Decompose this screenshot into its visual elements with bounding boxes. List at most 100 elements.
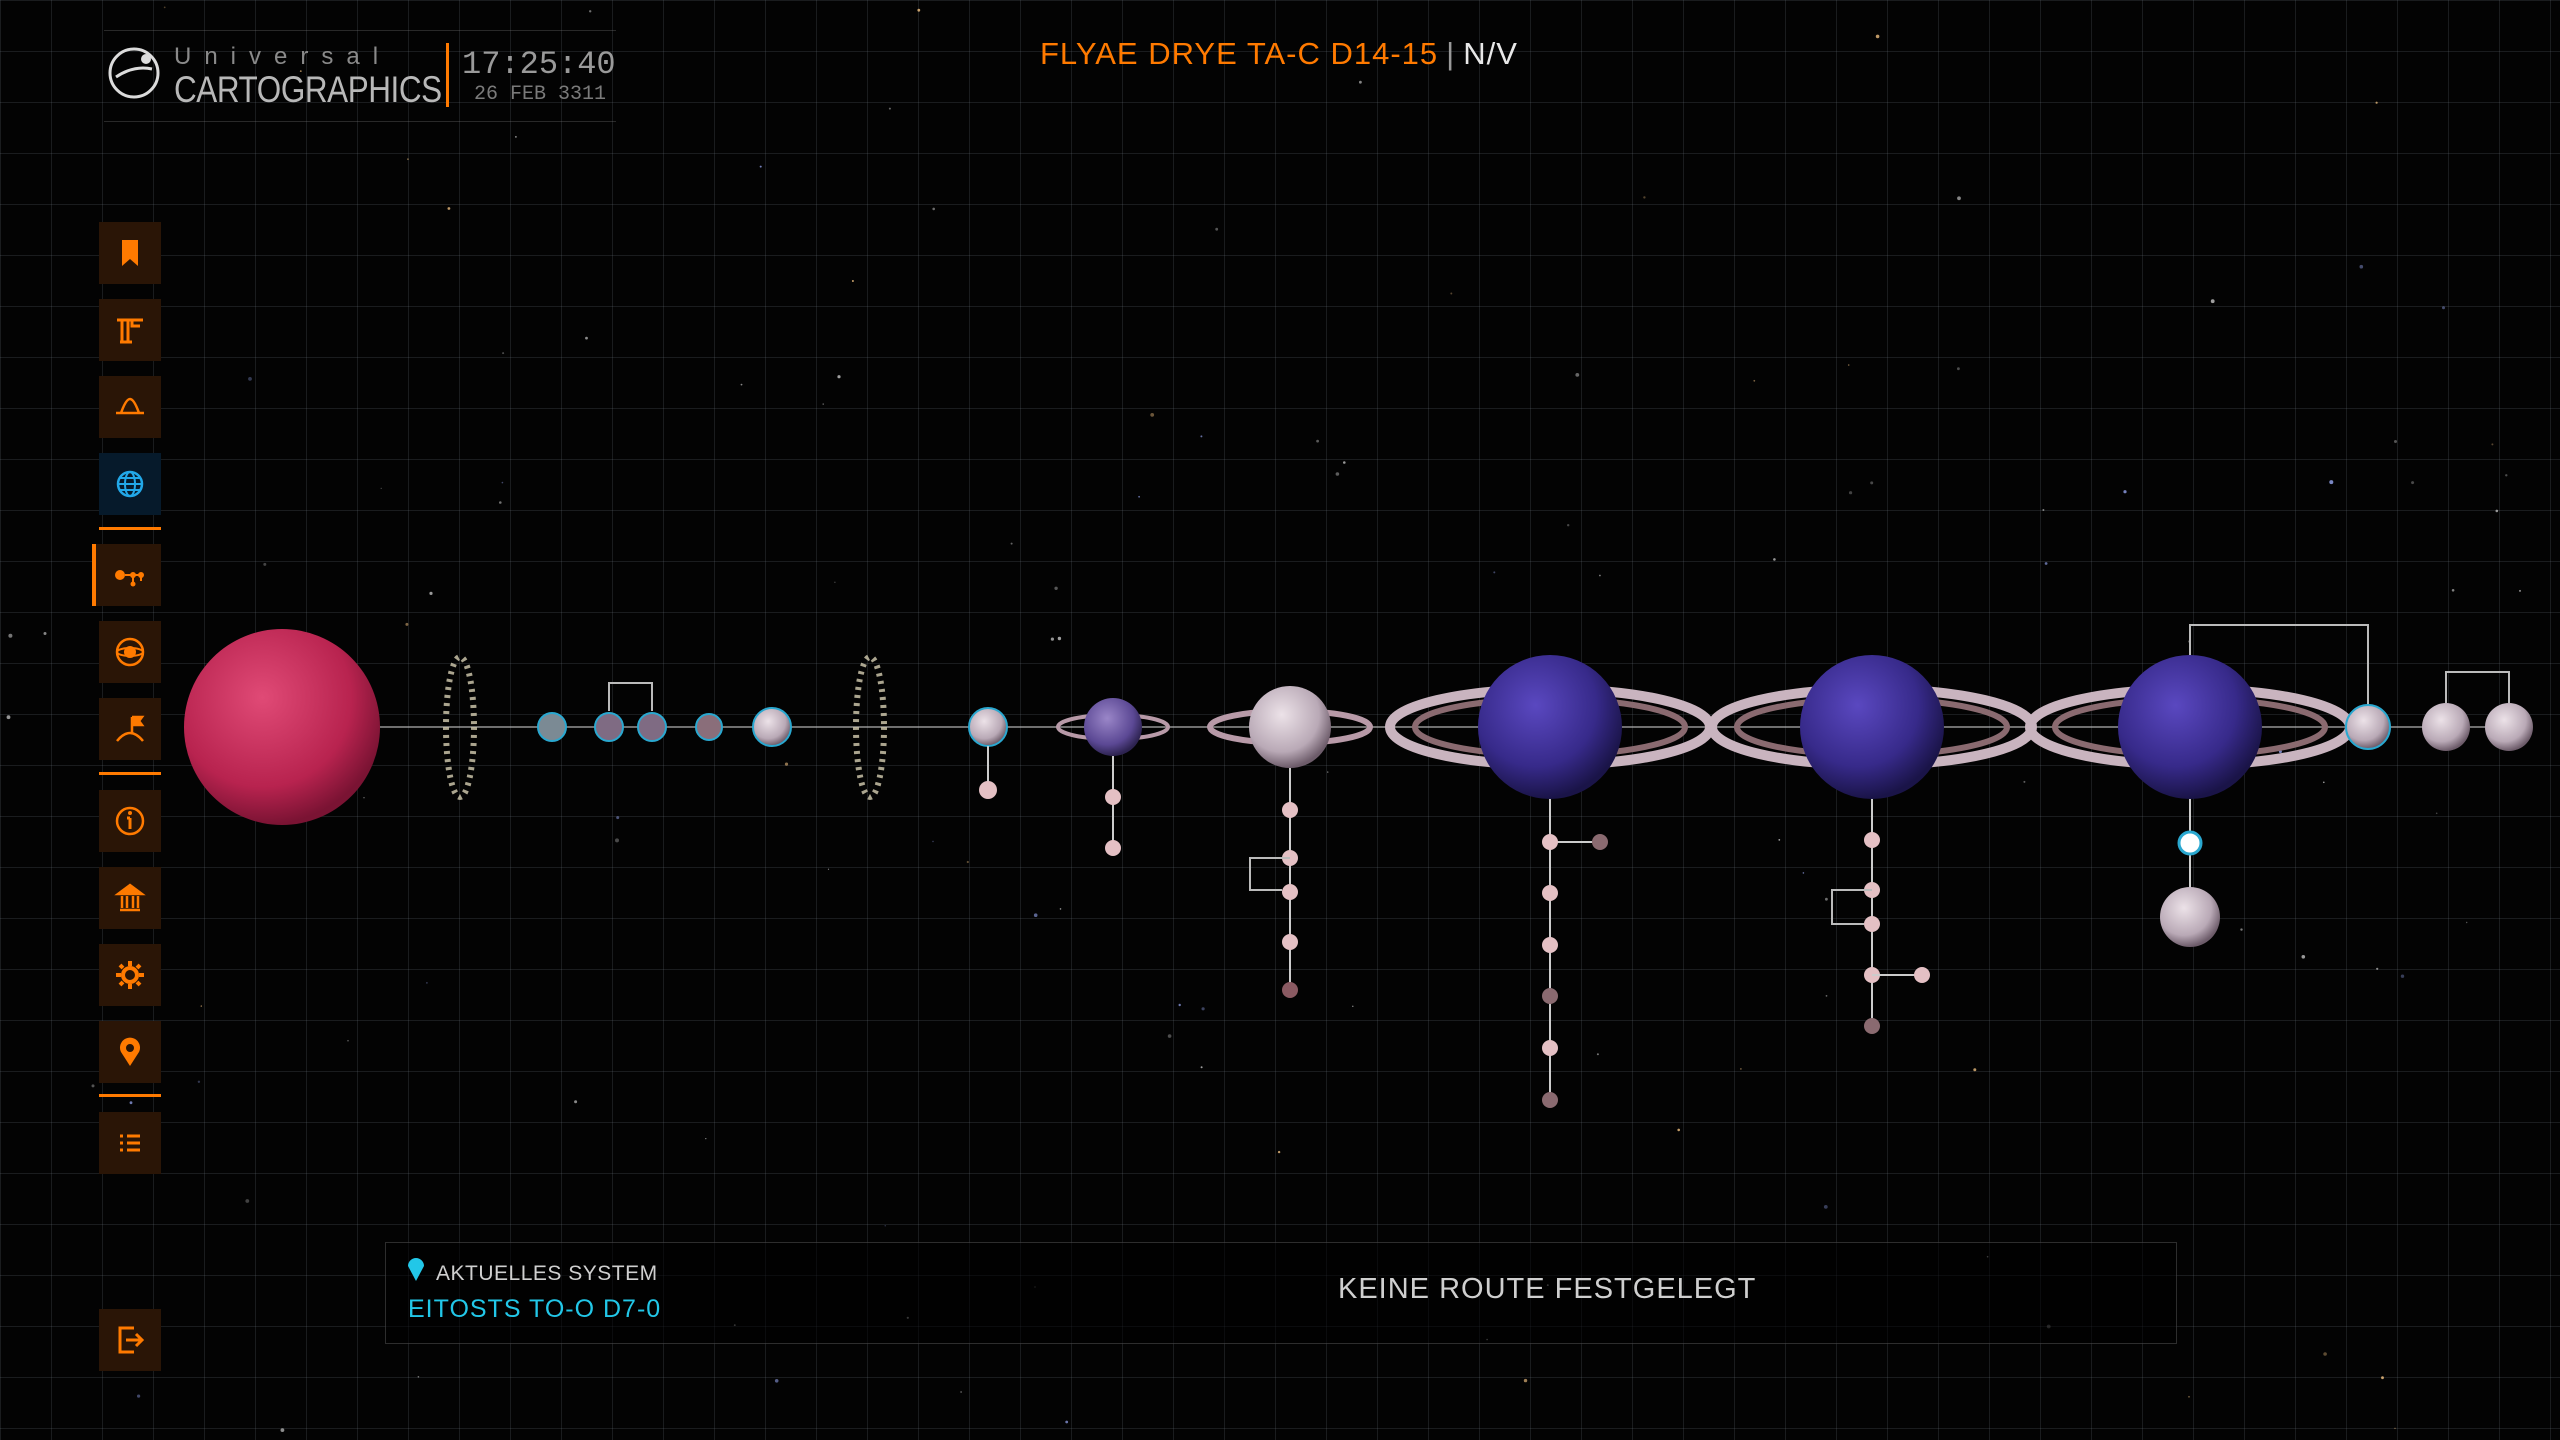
info-icon: [115, 806, 145, 836]
star-dot: [2376, 967, 2379, 970]
star-dot: [888, 107, 891, 110]
galaxy-map-icon: [117, 318, 143, 344]
star-dot: [1957, 196, 1961, 201]
star-dot: [2411, 481, 2415, 485]
star-dot: [197, 1080, 201, 1084]
star-dot: [759, 165, 762, 168]
brand-top: Universal: [174, 43, 392, 70]
sidebar-divider: [99, 527, 161, 530]
star-dot: [2329, 480, 2334, 485]
star-dot: [585, 336, 588, 340]
star-dot: [2466, 921, 2468, 924]
star-dot: [2375, 101, 2378, 104]
star-dot: [2435, 812, 2438, 815]
star-dot: [2491, 443, 2494, 446]
star-dot: [2495, 509, 2499, 513]
sidebar-bookmarks-button[interactable]: [99, 222, 161, 284]
system-map-icon: [114, 570, 144, 587]
star-dot: [380, 487, 382, 489]
star-dot: [2400, 974, 2405, 978]
star-dot: [822, 403, 824, 405]
star-dot: [1167, 1034, 1172, 1038]
star-dot: [1847, 364, 1850, 366]
star-dot: [1450, 292, 1453, 295]
star-dot: [8, 633, 13, 638]
star-dot: [1200, 1066, 1203, 1069]
bookmark-icon: [122, 240, 138, 266]
star-dot: [1316, 439, 1319, 443]
system-state: N/V: [1463, 36, 1518, 71]
star-dot: [1875, 34, 1880, 39]
star-dot: [784, 762, 789, 766]
star-dot: [417, 1376, 420, 1378]
sidebar-globe-button[interactable]: [99, 453, 161, 515]
sidebar-station-button[interactable]: [99, 698, 161, 760]
gas-giant-1: [1385, 655, 1715, 1108]
current-system-value[interactable]: EITOSTS TO-O D7-0: [408, 1295, 662, 1323]
star-dot: [1596, 1053, 1599, 1056]
sidebar-info-button[interactable]: [99, 790, 161, 852]
star-dot: [137, 1394, 141, 1398]
star-dot: [2394, 1427, 2396, 1429]
star-dot: [834, 581, 836, 583]
sidebar-galaxy-button[interactable]: [99, 299, 161, 361]
route-status: KEINE ROUTE FESTGELEGT: [1338, 1273, 1757, 1305]
star-dot: [1870, 481, 1874, 485]
exit-button[interactable]: [99, 1309, 161, 1371]
star-dot: [2210, 299, 2215, 304]
star-dot: [740, 383, 743, 386]
header: Universal CARTOGRAPHICS 17:25:40 26 FEB …: [104, 30, 616, 122]
star-dot: [1010, 542, 1013, 545]
star-dot: [299, 70, 302, 72]
star-dot: [2323, 1352, 2327, 1356]
star-dot: [1059, 908, 1062, 910]
star-dot: [163, 6, 166, 9]
location-pin-icon: [120, 1037, 140, 1066]
sidebar-system-map-button[interactable]: [92, 544, 161, 606]
star-dot: [1493, 571, 1496, 574]
star-dot: [1677, 1128, 1680, 1132]
star-dot: [2240, 928, 2243, 931]
inner-planets: [537, 682, 1008, 799]
header-divider: [446, 43, 449, 107]
star: [184, 629, 380, 825]
star-dot: [932, 207, 935, 211]
star-dot: [574, 1100, 578, 1104]
star-dot: [407, 158, 409, 161]
ringed-planet-1: [1056, 698, 1170, 856]
star-dot: [2442, 306, 2445, 310]
star-dot: [129, 1101, 133, 1105]
star-dot: [502, 352, 505, 355]
asteroid-belt: [443, 654, 887, 800]
star-dot: [1057, 636, 1062, 641]
system-separator: |: [1446, 36, 1456, 71]
hat-icon: [116, 397, 144, 415]
sidebar-location-button[interactable]: [99, 1021, 161, 1083]
star-dot: [851, 280, 854, 282]
star-dot: [245, 1199, 250, 1203]
star-dot: [1957, 367, 1960, 371]
star-dot: [2394, 440, 2397, 443]
star-dot: [2188, 1395, 2190, 1398]
star-dot: [426, 982, 428, 984]
sidebar-hat-button[interactable]: [99, 376, 161, 438]
star-dot: [2023, 780, 2026, 783]
star-dot: [1050, 637, 1054, 641]
cartographics-logo-icon: [108, 47, 160, 99]
star-dot: [1973, 1068, 1977, 1072]
star-dot: [2505, 474, 2508, 477]
star-dot: [1825, 995, 1828, 997]
star-dot: [1033, 913, 1038, 917]
sidebar-planet-button[interactable]: [99, 621, 161, 683]
star-dot: [917, 8, 921, 12]
sidebar-settings-button[interactable]: [99, 944, 161, 1006]
star-dot: [1778, 839, 1781, 841]
sidebar-list-button[interactable]: [99, 1112, 161, 1174]
star-dot: [1201, 1007, 1205, 1011]
star-dot: [447, 207, 451, 210]
sidebar-government-button[interactable]: [99, 867, 161, 929]
star-dot: [2301, 955, 2306, 959]
ringed-planet-2: [1207, 686, 1373, 998]
system-name: FLYAE DRYE TA-C D14-15: [1040, 36, 1439, 71]
